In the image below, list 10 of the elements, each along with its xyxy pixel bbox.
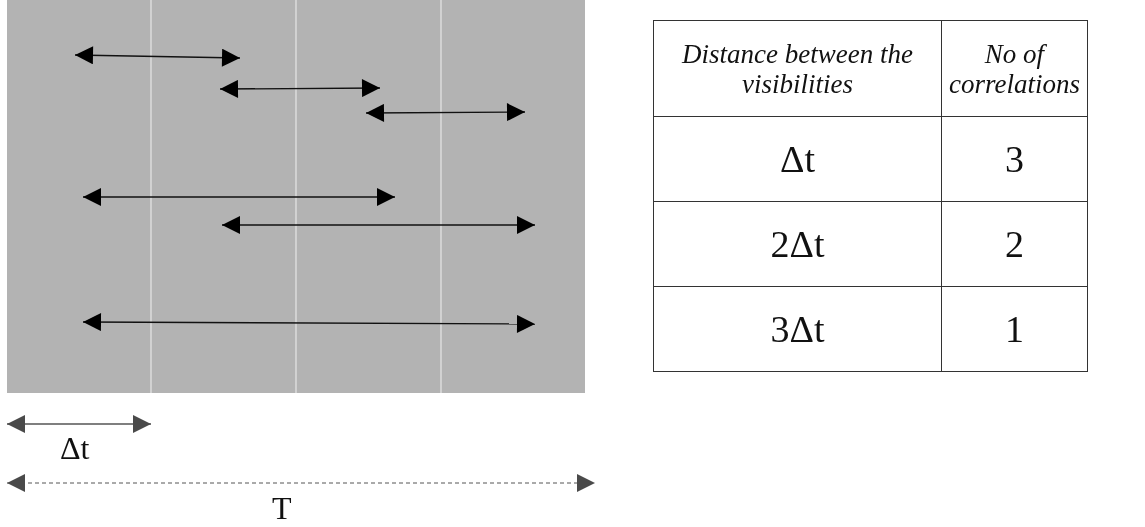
- column-header: No of correlations: [941, 20, 1088, 117]
- table-cell: Δt: [653, 116, 942, 202]
- table-cell: 1: [941, 286, 1088, 372]
- dimension-label: Δt: [60, 430, 90, 467]
- table-cell: 3Δt: [653, 286, 942, 372]
- table-cell: 2: [941, 201, 1088, 287]
- table-cell: 2Δt: [653, 201, 942, 287]
- table-cell: 3: [941, 116, 1088, 202]
- dimension-label: T: [272, 490, 292, 527]
- column-header: Distance between the visibilities: [653, 20, 942, 117]
